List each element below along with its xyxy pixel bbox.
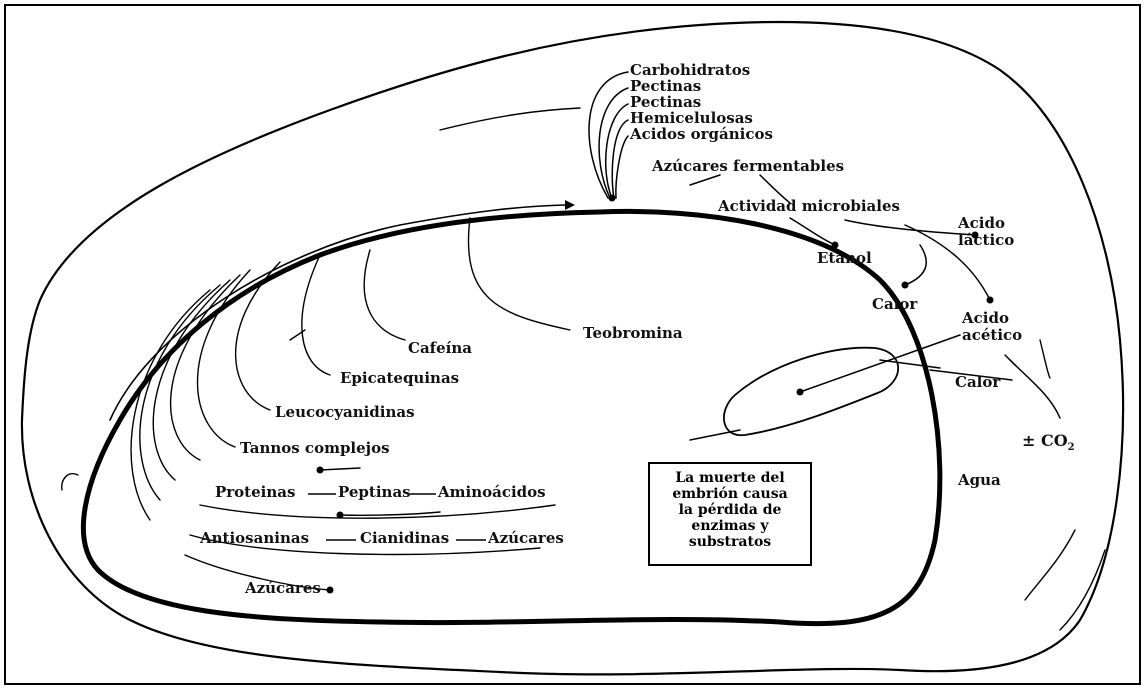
- arc-arrow: [110, 205, 565, 420]
- outer-shell: [22, 22, 1123, 674]
- info-line-3: la pérdida de: [650, 502, 810, 518]
- label-acido-acetico-1: Acido: [962, 310, 1009, 327]
- label-acido-acetico-2: acético: [962, 327, 1022, 344]
- label-acido-lactico-2: láctico: [958, 232, 1014, 249]
- label-acido-lactico-1: Acido: [958, 215, 1005, 232]
- label-co2: ± CO2: [1022, 432, 1075, 452]
- label-aminoacidos: Aminoácidos: [438, 484, 546, 501]
- label-azucares-2: Azúcares: [245, 580, 321, 597]
- label-acidos-organicos: Acidos orgánicos: [630, 126, 773, 143]
- info-line-5: substratos: [650, 534, 810, 550]
- label-calor-1: Calor: [872, 296, 917, 313]
- label-cianidinas: Cianidinas: [360, 530, 449, 547]
- embryo-death-info-box: La muerte del embrión causa la pérdida d…: [648, 462, 812, 566]
- label-antiosaninas: Antiosaninas: [200, 530, 309, 547]
- label-etanol: Etanol: [817, 250, 872, 267]
- info-line-1: La muerte del: [650, 470, 810, 486]
- label-teobromina: Teobromina: [583, 325, 683, 342]
- label-azucares-1: Azúcares: [488, 530, 564, 547]
- info-line-4: enzimas y: [650, 518, 810, 534]
- label-peptinas: Peptinas: [338, 484, 411, 501]
- label-leucocyanidinas: Leucocyanidinas: [275, 404, 415, 421]
- label-epicatequinas: Epicatequinas: [340, 370, 459, 387]
- embryo: [724, 348, 898, 436]
- shell-marks: [62, 108, 1105, 630]
- label-agua: Agua: [958, 472, 1001, 489]
- label-calor-2: Calor: [955, 374, 1000, 391]
- info-line-2: embrión causa: [650, 486, 810, 502]
- label-proteinas: Proteinas: [215, 484, 295, 501]
- label-azucares-fermentables: Azúcares fermentables: [652, 158, 844, 175]
- label-cafeina: Cafeína: [408, 340, 472, 357]
- label-tannos-complejos: Tannos complejos: [240, 440, 390, 457]
- label-actividad-microbiales: Actividad microbiales: [718, 198, 900, 215]
